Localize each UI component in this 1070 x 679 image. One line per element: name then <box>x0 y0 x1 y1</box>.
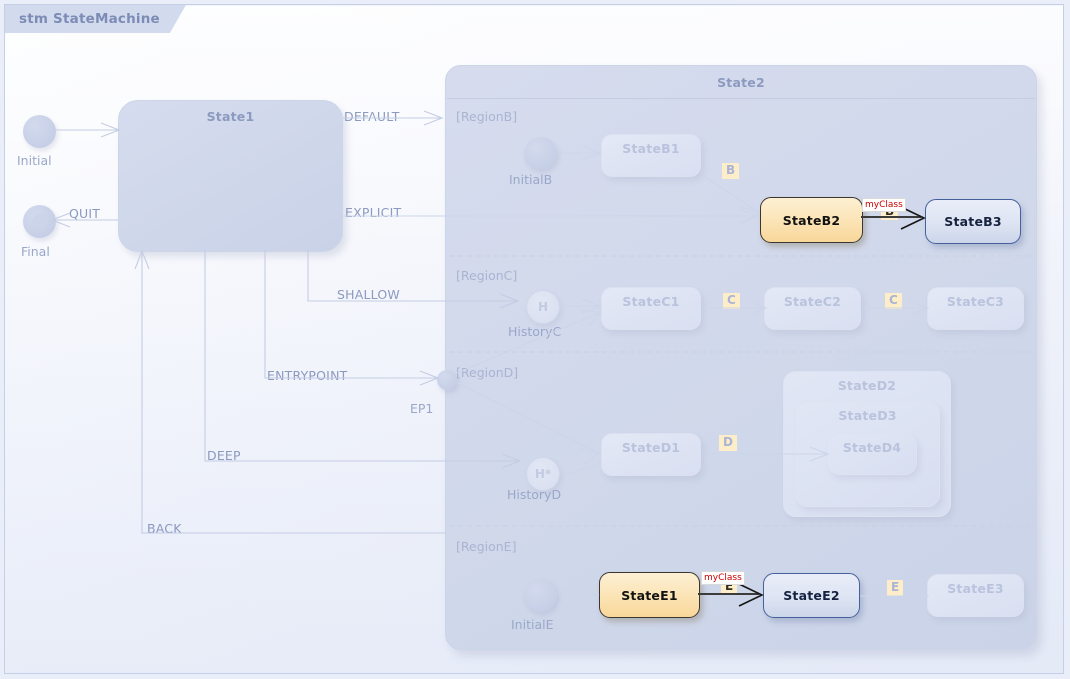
state-stateC1[interactable]: StateC1 <box>601 287 701 330</box>
transition-label-back: BACK <box>147 521 182 536</box>
transition-label-deep: DEEP <box>207 448 241 463</box>
transition-label-default: DEFAULT <box>344 109 400 124</box>
ep1-label: EP1 <box>410 401 434 416</box>
region-label-b: [RegionB] <box>456 109 518 124</box>
entrypoint-ep1[interactable] <box>437 370 457 390</box>
initialB-pseudostate[interactable] <box>524 137 557 170</box>
state-stateD4[interactable]: StateD4 <box>827 433 917 475</box>
region-label-e: [RegionE] <box>456 539 517 554</box>
initial-pseudostate[interactable] <box>23 115 56 148</box>
transition-label-explicit: EXPLICIT <box>345 205 402 220</box>
historyC-label: HistoryC <box>508 324 562 339</box>
diagram-title-tab[interactable]: stm StateMachine <box>5 5 186 33</box>
transition-label-quit: QUIT <box>69 206 101 221</box>
stateC2-label: StateC2 <box>783 294 842 309</box>
event-badge-d[interactable]: D <box>719 435 737 451</box>
stateE2-label: StateE2 <box>783 588 840 603</box>
initial-label: Initial <box>17 153 52 168</box>
final-pseudostate[interactable] <box>23 205 56 238</box>
state-stateD1[interactable]: StateD1 <box>601 433 701 476</box>
stateB2-label: StateB2 <box>782 212 841 228</box>
state2-label: State2 <box>717 75 765 90</box>
state-stateE3[interactable]: StateE3 <box>927 574 1024 617</box>
state2-header-separator <box>447 98 1035 99</box>
state-stateB1[interactable]: StateB1 <box>601 134 701 177</box>
stateB1-label: StateB1 <box>622 141 680 156</box>
stateC3-label: StateC3 <box>946 294 1005 309</box>
event-badge-c1[interactable]: C <box>723 293 740 309</box>
state-stateE1[interactable]: StateE1 <box>599 572 700 618</box>
diagram-canvas[interactable]: State1 State2 [RegionB] [RegionC] [Regio… <box>4 4 1064 674</box>
initialE-pseudostate[interactable] <box>524 579 557 612</box>
initialE-label: InitialE <box>511 617 554 632</box>
transition-label-shallow: SHALLOW <box>337 287 400 302</box>
stereotype-myclass-b: myClass <box>862 198 906 212</box>
final-label: Final <box>21 244 50 259</box>
historyC-pseudostate[interactable]: H <box>526 290 560 324</box>
stateD4-label: StateD4 <box>842 440 902 455</box>
transition-label-entrypoint: ENTRYPOINT <box>267 368 348 383</box>
stateB3-label: StateB3 <box>944 214 1002 229</box>
region-label-d: [RegionD] <box>456 365 519 380</box>
stateD3-label: StateD3 <box>838 408 897 423</box>
event-badge-c2[interactable]: C <box>885 293 902 309</box>
stateD1-label: StateD1 <box>621 440 681 455</box>
stateD2-label: StateD2 <box>837 378 897 393</box>
stereotype-myclass-e: myClass <box>701 571 745 585</box>
stateE3-label: StateE3 <box>947 581 1004 596</box>
state1-label: State1 <box>206 109 255 124</box>
event-badge-b1[interactable]: B <box>722 163 740 179</box>
stateE1-label: StateE1 <box>621 587 678 603</box>
state-stateB2[interactable]: StateB2 <box>760 197 863 243</box>
initialB-label: InitialB <box>509 172 553 187</box>
historyC-glyph: H <box>537 300 549 314</box>
state-stateE2[interactable]: StateE2 <box>763 573 860 618</box>
state-state1[interactable]: State1 <box>118 100 343 252</box>
state-stateC2[interactable]: StateC2 <box>764 287 861 330</box>
state-stateB3[interactable]: StateB3 <box>925 199 1021 244</box>
state-stateC3[interactable]: StateC3 <box>927 287 1024 330</box>
diagram-title-text: stm StateMachine <box>19 11 160 27</box>
region-label-c: [RegionC] <box>456 268 518 283</box>
historyD-glyph: H* <box>534 467 552 481</box>
historyD-pseudostate[interactable]: H* <box>526 457 560 491</box>
event-badge-e2[interactable]: E <box>887 580 904 596</box>
historyD-label: HistoryD <box>507 487 562 502</box>
stateC1-label: StateC1 <box>622 294 680 309</box>
